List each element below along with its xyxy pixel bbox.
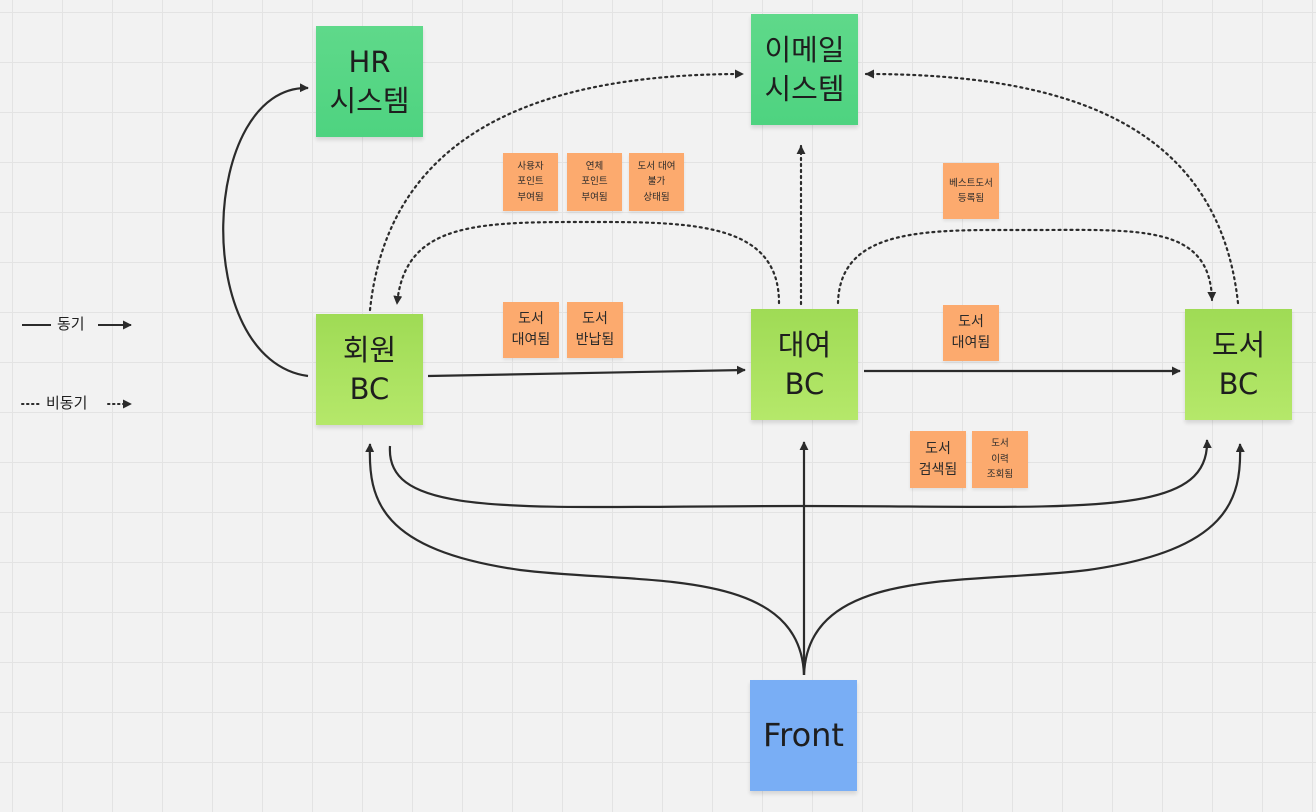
event-line: 베스트도서 <box>949 177 993 189</box>
event-line: 등록됨 <box>957 193 985 204</box>
event-sticky-book-searched[interactable]: 도서 검색됨 <box>910 431 966 488</box>
event-line: 검색됨 <box>918 461 958 478</box>
event-line: 포인트 <box>581 176 608 188</box>
event-line: 대여됨 <box>511 332 551 348</box>
member-bc-line1: 회원 <box>342 332 397 367</box>
event-line: 대여됨 <box>951 335 991 351</box>
email-system-node[interactable]: 이메일 시스템 <box>751 14 858 125</box>
sync-arrow-member-to-book <box>388 439 1212 509</box>
book-bc-node[interactable]: 도서 BC <box>1185 309 1292 420</box>
rental-bc-line2: BC <box>784 366 825 401</box>
event-sticky-overdue-point[interactable]: 연체 포인트 부여됨 <box>567 153 622 211</box>
event-line: 사용자 <box>517 160 544 172</box>
event-line: 도서 <box>518 311 544 327</box>
book-bc-line1: 도서 <box>1211 327 1266 362</box>
event-line: 불가 <box>647 176 666 188</box>
sync-arrow-front-to-member <box>365 443 806 676</box>
legend-sync-label: 동기 <box>57 315 85 333</box>
event-sticky-book-returned[interactable]: 도서 반납됨 <box>567 302 623 358</box>
hr-system-line1: HR <box>348 44 391 79</box>
event-line: 도서 <box>991 438 1009 450</box>
async-arrow-rental-to-member <box>393 220 781 306</box>
legend-async-label: 비동기 <box>46 394 88 412</box>
hr-system-line2: 시스템 <box>329 83 410 118</box>
event-sticky-history-viewed[interactable]: 도서 이력 조회됨 <box>972 431 1028 488</box>
event-sticky-book-rented-book[interactable]: 도서 대여됨 <box>943 305 999 361</box>
event-line: 부여됨 <box>581 191 608 203</box>
event-line: 조회됨 <box>986 469 1014 481</box>
event-line: 도서 <box>582 311 608 327</box>
sync-arrow-member-to-rental <box>427 365 746 378</box>
async-arrow-book-to-email <box>864 69 1240 305</box>
async-arrow-member-to-email <box>368 69 745 312</box>
sync-arrow-member-to-hr <box>222 83 309 378</box>
event-line: 상태됨 <box>643 191 670 203</box>
event-line: 도서 대여 <box>637 160 676 172</box>
front-label: Front <box>763 716 844 755</box>
rental-bc-line1: 대여 <box>777 327 832 362</box>
event-sticky-rental-unavailable[interactable]: 도서 대여 불가 상태됨 <box>629 153 684 211</box>
email-system-line2: 시스템 <box>764 71 845 106</box>
book-bc-line2: BC <box>1218 366 1259 401</box>
rental-bc-node[interactable]: 대여 BC <box>751 309 858 420</box>
event-sticky-book-rented-member[interactable]: 도서 대여됨 <box>503 302 559 358</box>
event-line: 반납됨 <box>575 332 615 348</box>
event-line: 연체 <box>585 160 604 172</box>
front-node[interactable]: Front <box>750 680 857 791</box>
event-line: 도서 <box>958 314 984 330</box>
event-line: 이력 <box>991 453 1009 465</box>
async-arrow-rental-to-book <box>836 228 1217 305</box>
event-sticky-bestseller[interactable]: 베스트도서 등록됨 <box>943 163 999 219</box>
sync-arrow-front-to-book <box>802 443 1245 676</box>
member-bc-line2: BC <box>349 371 390 406</box>
event-line: 포인트 <box>517 176 544 188</box>
event-line: 도서 <box>925 440 951 457</box>
hr-system-node[interactable]: HR 시스템 <box>316 26 423 137</box>
event-sticky-point-given[interactable]: 사용자 포인트 부여됨 <box>503 153 558 211</box>
email-system-line1: 이메일 <box>764 32 845 67</box>
member-bc-node[interactable]: 회원 BC <box>316 314 423 425</box>
event-line: 부여됨 <box>517 191 544 203</box>
